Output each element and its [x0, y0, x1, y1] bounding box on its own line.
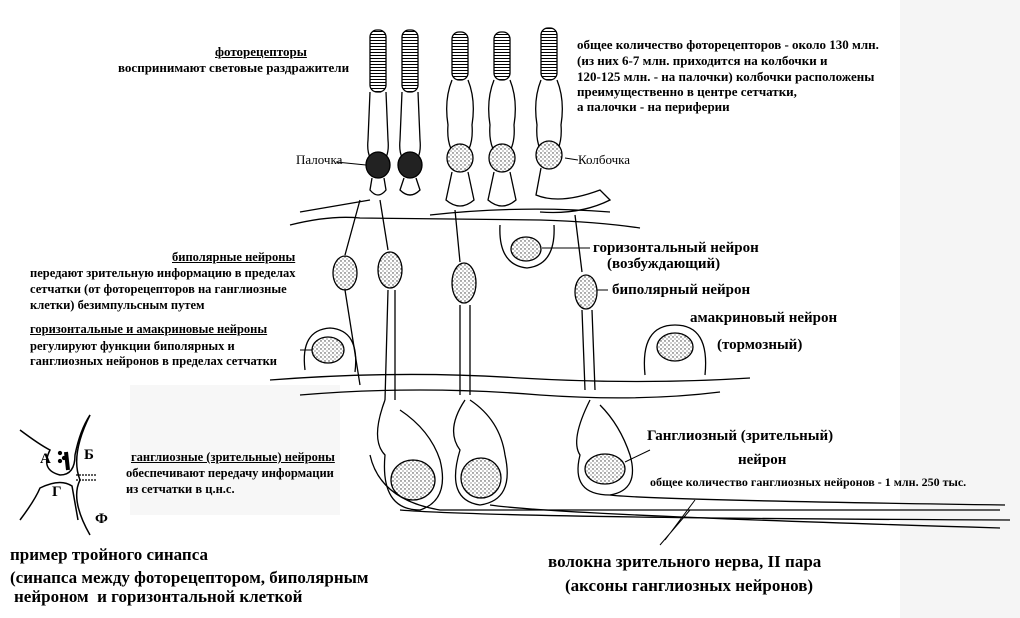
synapse-letter-b: Б: [84, 447, 94, 463]
background-patch: [130, 385, 340, 515]
cone-label: Колбочка: [578, 152, 631, 167]
rod-cell: [365, 29, 391, 196]
rod-label: Палочка: [296, 152, 343, 167]
horizontal-amacrine-title: горизонтальные и амакриновые нейроны: [30, 322, 268, 336]
bipolar-desc-line: сетчатки (от фоторецепторов на ганглиозн…: [30, 282, 287, 296]
bipolar-desc-line: передают зрительную информацию в предела…: [30, 266, 296, 280]
synapse-caption-line: нейроном и горизонтальной клеткой: [14, 587, 303, 606]
cone-cell: [487, 31, 517, 207]
cone-cell: [445, 31, 475, 207]
rod-cell: [397, 29, 423, 196]
ganglion-neuron: [576, 399, 634, 496]
photoreceptor-count-line: (из них 6-7 млн. приходится на колбочки …: [577, 53, 828, 68]
ganglion-title: ганглиозные (зрительные) нейроны: [131, 450, 335, 464]
bipolar-title: биполярные нейроны: [172, 250, 296, 264]
background-band: [900, 0, 1020, 618]
ganglion-desc-line: из сетчатки в ц.н.с.: [126, 482, 235, 496]
ganglion-neuron: [453, 399, 508, 506]
synapse-letter-g: Г: [52, 484, 62, 500]
cone-cell: [535, 27, 612, 214]
amacrine-neuron: [643, 324, 707, 376]
ganglion-desc-line: обеспечивают передачу информации: [126, 466, 334, 480]
amacrine-neuron-label: амакриновый нейрон: [690, 310, 838, 326]
photoreceptor-count-line: а палочки - на периферии: [577, 99, 730, 114]
horizontal-neuron-sub: (возбуждающий): [607, 256, 721, 272]
horizontal-amacrine-desc-line: ганглиозных нейронов в пределах сетчатки: [30, 354, 277, 368]
bipolar-neuron: [332, 199, 361, 386]
amacrine-neuron: [303, 327, 357, 373]
synapse-caption-line: (синапса между фоторецептором, биполярны…: [10, 568, 369, 587]
photoreceptor-count-line: 120-125 млн. - на палочки) колбочки расп…: [577, 69, 875, 84]
horizontal-neuron: [499, 224, 555, 269]
optic-nerve-sub: (аксоны ганглиозных нейронов): [565, 576, 814, 595]
amacrine-neuron-sub: (тормозный): [717, 337, 803, 353]
optic-nerve-fibers: [369, 454, 1011, 529]
outer-plexiform-layer: [289, 216, 641, 229]
optic-nerve-label: волокна зрительного нерва, II пара: [548, 552, 822, 571]
triple-synapse-illustration: [19, 414, 96, 536]
bipolar-neuron: [377, 199, 403, 401]
ganglion-neuron: [376, 399, 444, 511]
bipolar-neuron: [574, 214, 598, 391]
photoreceptors-desc: воспринимают световые раздражители: [118, 60, 350, 75]
ganglion-neuron-label: Ганглиозный (зрительный): [647, 428, 834, 444]
synapse-letter-a: А: [40, 451, 51, 467]
inner-plexiform-layer: [269, 373, 751, 383]
ganglion-neuron-label-2: нейрон: [738, 452, 787, 468]
bipolar-neuron-label: биполярный нейрон: [612, 282, 751, 298]
ganglion-count: общее количество ганглиозных нейронов - …: [650, 475, 967, 489]
photoreceptor-count-line: преимущественно в центре сетчатки,: [577, 84, 797, 99]
photoreceptor-count-line: общее количество фоторецепторов - около …: [577, 37, 879, 52]
horizontal-amacrine-desc-line: регулируют функции биполярных и: [30, 339, 235, 353]
synapse-caption-line: пример тройного синапса: [10, 545, 208, 564]
photoreceptors-title: фоторецепторы: [215, 44, 307, 59]
bipolar-desc-line: клетки) безимпульсным путем: [30, 298, 205, 312]
synapse-letter-f: Ф: [95, 511, 108, 527]
horizontal-neuron-label: горизонтальный нейрон: [593, 240, 759, 256]
bipolar-neuron: [451, 209, 477, 395]
